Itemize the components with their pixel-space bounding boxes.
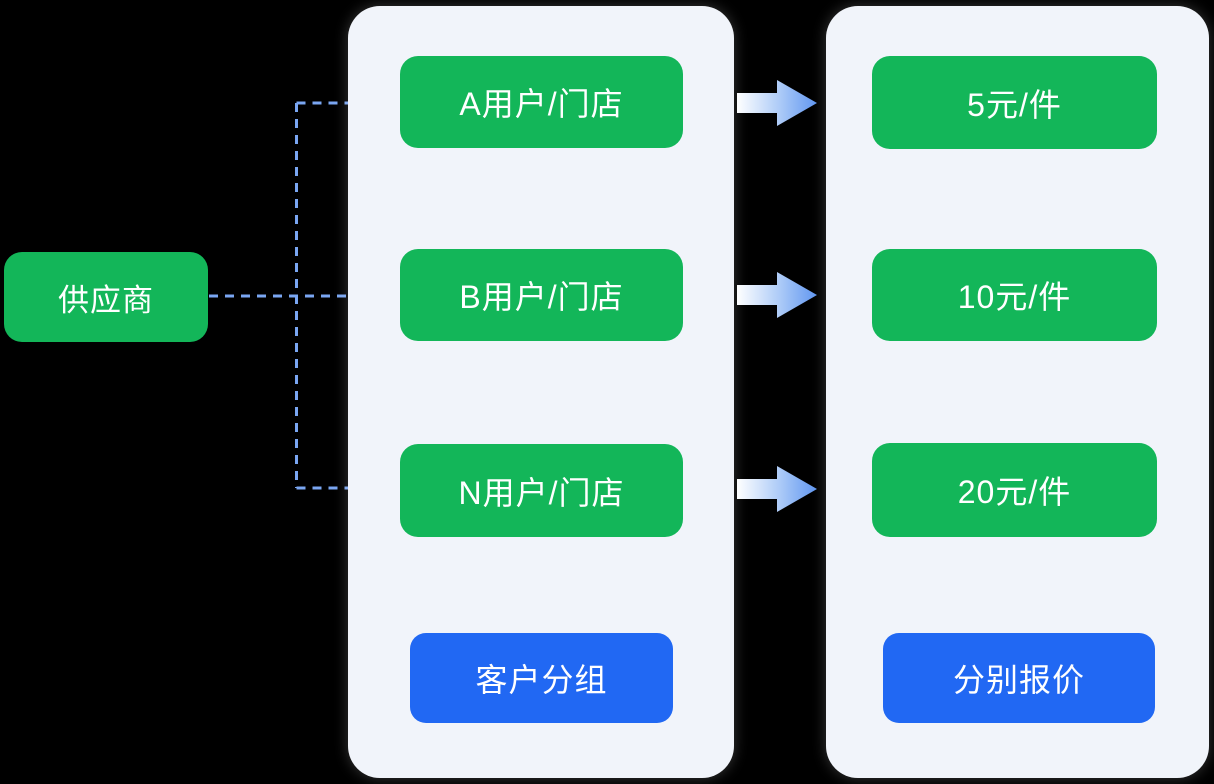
price-node-3-label: 20元/件 (957, 474, 1072, 510)
price-node-2: 10元/件 (872, 249, 1157, 341)
customer-node-a-label: A用户/门店 (459, 86, 624, 122)
customer-node-n-label: N用户/门店 (458, 474, 625, 511)
pricing-caption-label: 分别报价 (952, 662, 1085, 698)
price-node-2-label: 10元/件 (957, 279, 1072, 315)
customer-node-b-label: B用户/门店 (459, 279, 624, 315)
customer-group-caption-label: 客户分组 (475, 662, 608, 698)
pricing-caption: 分别报价 (883, 633, 1155, 723)
customer-node-n: N用户/门店 (400, 444, 683, 537)
customer-group-caption: 客户分组 (410, 633, 673, 723)
price-node-3: 20元/件 (872, 443, 1157, 537)
supplier-label: 供应商 (58, 282, 154, 318)
price-node-1: 5元/件 (872, 56, 1157, 149)
price-node-1-label: 5元/件 (967, 86, 1062, 123)
flow-arrow-icon (737, 466, 817, 512)
supplier-node: 供应商 (4, 252, 208, 342)
customer-node-a: A用户/门店 (400, 56, 683, 148)
customer-node-b: B用户/门店 (400, 249, 683, 341)
flow-arrow-icon (737, 80, 817, 126)
flow-arrow-icon (737, 272, 817, 318)
